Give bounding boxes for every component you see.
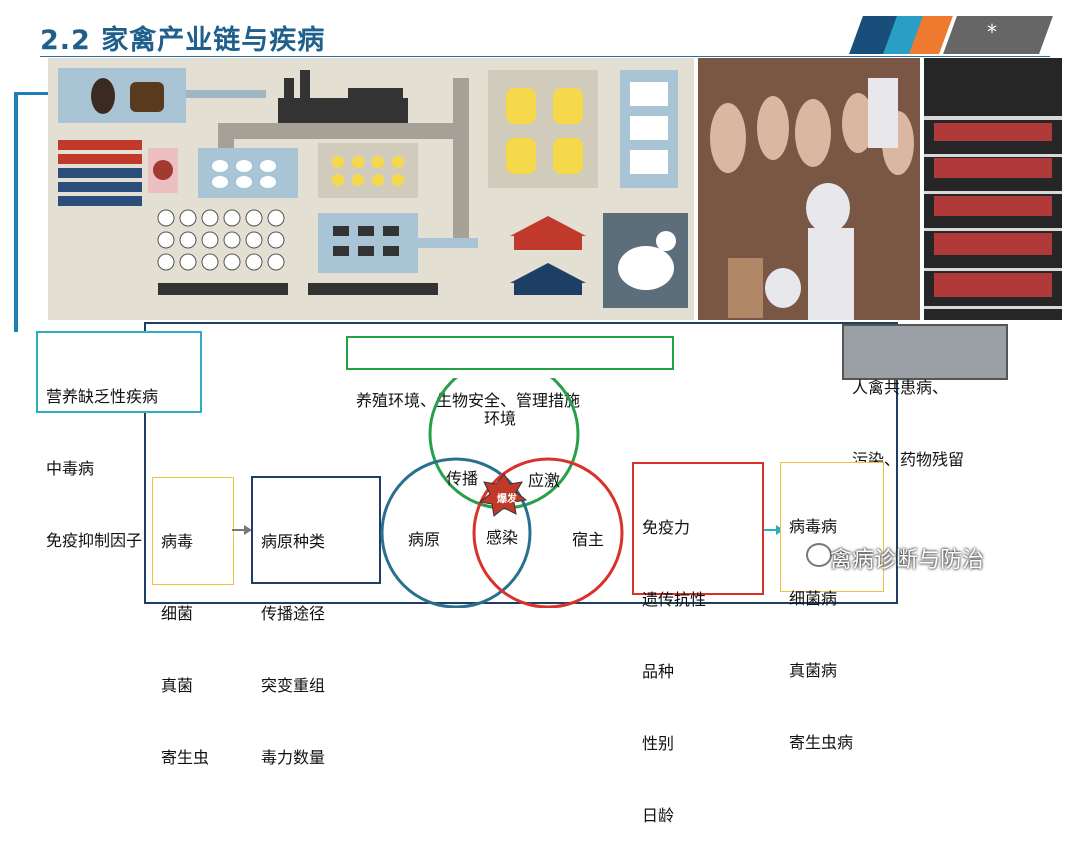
header-stripe-gray: [943, 16, 1053, 54]
disease-parasitic: 寄生虫病: [789, 733, 854, 752]
pathogen-factor-2: 传播途径: [261, 604, 326, 623]
environment-header-box: 养殖环境、生物安全、管理措施: [346, 336, 674, 410]
venn-environment-label: 环境: [484, 409, 517, 428]
wechat-icon: [806, 543, 832, 567]
nutrition-line-3: 免疫抑制因子: [46, 531, 143, 550]
venn-diagram: [380, 378, 624, 608]
zoonosis-line-1: 人禽共患病、: [852, 378, 949, 397]
arrow-agents-to-factors: [232, 525, 252, 535]
header-star: *: [987, 20, 997, 44]
host-factor-2: 遗传抗性: [642, 590, 707, 609]
host-factor-4: 性别: [642, 734, 675, 753]
host-circle: [472, 457, 624, 608]
disease-fungal: 真菌病: [789, 661, 838, 680]
host-factors-box: 免疫力 遗传抗性 品种 性别 日龄: [632, 462, 764, 825]
bracket-vertical: [14, 92, 18, 332]
disease-bacterial: 细菌病: [789, 589, 838, 608]
venn-outbreak-label: 爆发: [497, 494, 517, 505]
agent-fungus: 真菌: [161, 676, 194, 695]
agent-virus: 病毒: [161, 532, 194, 551]
meat-shelf-photo: [924, 58, 1062, 320]
bracket-top: [14, 92, 48, 95]
industry-chain-graphic: [58, 68, 688, 308]
agent-bacteria: 细菌: [161, 604, 194, 623]
environment-header-text: 养殖环境、生物安全、管理措施: [356, 391, 581, 410]
title-rule: [40, 56, 1050, 57]
agent-parasite: 寄生虫: [161, 748, 210, 767]
nutrition-line-2: 中毒病: [46, 459, 95, 478]
outbreak-burst-icon: [478, 473, 528, 517]
slaughterhouse-graphic: [698, 58, 920, 320]
nutrition-disease-box: 营养缺乏性疾病 中毒病 免疫抑制因子: [36, 331, 202, 550]
slide-title: 2.2 家禽产业链与疾病: [40, 25, 326, 56]
agents-box: 病毒 细菌 真菌 寄生虫: [152, 477, 234, 767]
disease-viral: 病毒病: [789, 517, 838, 536]
host-factor-1: 免疫力: [642, 518, 691, 537]
venn-infection-label: 感染: [486, 528, 519, 547]
meat-shelf-graphic: [924, 58, 1062, 320]
zoonosis-box: 人禽共患病、 污染、药物残留: [842, 324, 1008, 469]
venn-host-label: 宿主: [572, 530, 605, 549]
pathogen-factor-4: 毒力数量: [261, 748, 326, 767]
venn-stress-label: 应激: [528, 471, 561, 490]
nutrition-line-1: 营养缺乏性疾病: [46, 387, 159, 406]
pathogen-factor-1: 病原种类: [261, 532, 326, 551]
pathogen-factors-box: 病原种类 传播途径 突变重组 毒力数量: [251, 476, 381, 767]
watermark-text: 禽病诊断与防治: [830, 548, 985, 573]
venn-pathogen-label: 病原: [408, 530, 441, 549]
industry-chain-illustration: [48, 58, 694, 320]
pathogen-circle: [380, 457, 532, 608]
pathogen-factor-3: 突变重组: [261, 676, 326, 695]
slaughterhouse-photo: [698, 58, 920, 320]
host-factor-3: 品种: [642, 662, 675, 681]
host-factor-5: 日龄: [642, 806, 675, 825]
venn-transmission-label: 传播: [446, 469, 479, 488]
